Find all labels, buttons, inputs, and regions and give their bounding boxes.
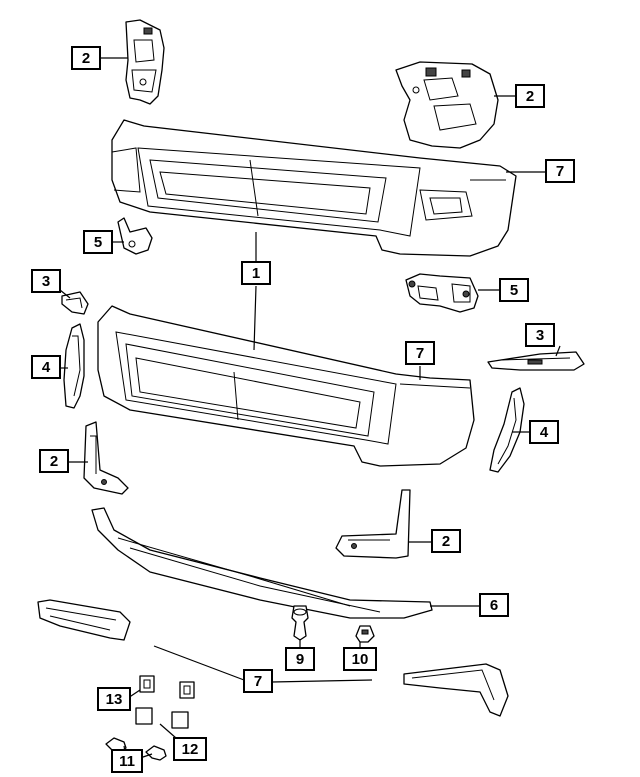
callout-4-left: 4 — [31, 355, 61, 379]
svg-text:5: 5 — [94, 234, 102, 251]
svg-text:10: 10 — [352, 651, 369, 668]
callout-4-right: 4 — [529, 420, 559, 444]
svg-text:11: 11 — [119, 753, 135, 770]
svg-text:6: 6 — [490, 597, 498, 614]
svg-text:1: 1 — [252, 265, 260, 282]
callout-3-right: 3 — [525, 323, 555, 347]
svg-text:2: 2 — [442, 533, 450, 550]
callout-1-main-bumper: 1 — [241, 261, 271, 285]
clip-fastener — [355, 625, 375, 643]
svg-text:7: 7 — [556, 163, 564, 180]
side-trim-right — [489, 387, 525, 473]
callout-5-left: 5 — [83, 230, 113, 254]
svg-text:3: 3 — [536, 327, 544, 344]
svg-text:7: 7 — [254, 673, 262, 690]
callout-7-main-bumper: 7 — [405, 341, 435, 365]
bracket-small-left — [117, 217, 153, 255]
callout-12-clip-pad: 12 — [173, 737, 207, 761]
svg-text:7: 7 — [416, 345, 424, 362]
callout-2-lower-left: 2 — [39, 449, 69, 473]
lower-valance — [91, 507, 433, 619]
callout-2-upper-left: 2 — [71, 46, 101, 70]
end-cap-right — [487, 351, 585, 371]
screw-fastener — [105, 737, 167, 761]
svg-text:9: 9 — [296, 651, 304, 668]
callout-3-left: 3 — [31, 269, 61, 293]
bracket-small-right — [405, 273, 479, 313]
callout-2-upper-right: 2 — [515, 84, 545, 108]
callout-2-lower-right: 2 — [431, 529, 461, 553]
lower-insert-left — [37, 599, 131, 641]
push-pin-fastener — [291, 605, 309, 641]
svg-text:3: 3 — [42, 273, 50, 290]
callout-6-valance: 6 — [479, 593, 509, 617]
svg-text:5: 5 — [510, 282, 518, 299]
svg-text:2: 2 — [50, 453, 58, 470]
callout-11-screw: 11 — [111, 749, 143, 773]
nut-fastener — [139, 675, 195, 699]
callout-13-nut: 13 — [97, 687, 131, 711]
svg-text:2: 2 — [526, 88, 534, 105]
side-trim-left — [63, 323, 85, 409]
svg-text:4: 4 — [42, 359, 51, 376]
lower-insert-right — [403, 663, 509, 717]
callout-5-right: 5 — [499, 278, 529, 302]
svg-text:13: 13 — [106, 691, 123, 708]
leader-lines — [56, 57, 561, 759]
bumper-main — [97, 305, 475, 467]
bracket-lower-right — [335, 489, 411, 559]
svg-text:12: 12 — [182, 741, 199, 758]
clip-pad-fastener — [135, 707, 189, 729]
bracket-upper-right — [395, 61, 499, 149]
callout-7-lower-inserts: 7 — [243, 669, 273, 693]
callout-9-push-pin: 9 — [285, 647, 315, 671]
callout-7-upper-bumper: 7 — [545, 159, 575, 183]
svg-text:4: 4 — [540, 424, 549, 441]
bracket-lower-left — [83, 421, 129, 495]
bumper-upper — [111, 119, 517, 257]
callout-10-clip: 10 — [343, 647, 377, 671]
svg-text:2: 2 — [82, 50, 90, 67]
bracket-upper-left — [125, 19, 165, 105]
